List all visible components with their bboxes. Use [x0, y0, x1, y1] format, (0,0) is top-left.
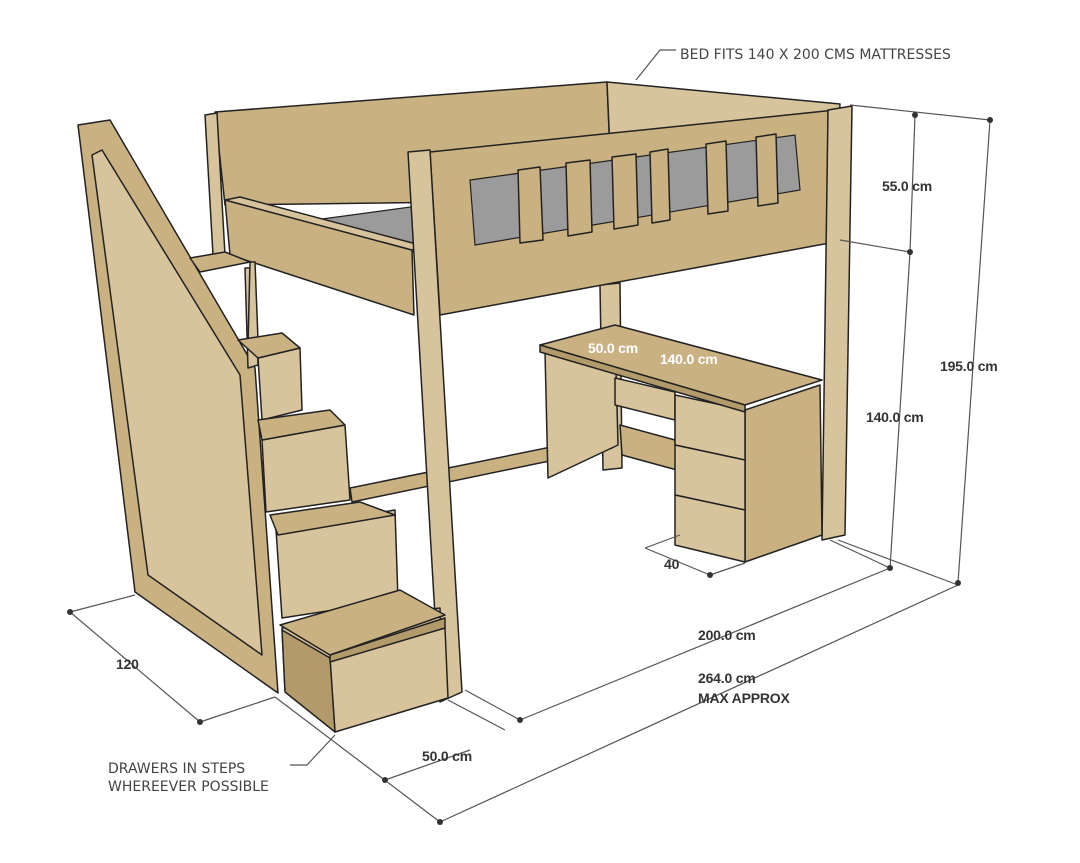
desk-depth-label: 50.0 cm [588, 340, 638, 356]
mattress-note: BED FITS 140 X 200 CMS MATTRESSES [680, 47, 951, 63]
desk [539, 324, 823, 563]
bed-length-label: 200.0 cm [698, 627, 756, 643]
guard-height-label: 55.0 cm [882, 178, 932, 194]
drawers-note: DRAWERS IN STEPS WHEREEVER POSSIBLE [108, 760, 269, 796]
step-depth-label: 50.0 cm [422, 748, 472, 764]
total-length-label: 264.0 cm [698, 670, 756, 686]
guard-slots [469, 133, 801, 246]
stair-steps [189, 251, 449, 733]
drawer-depth-label: 40 [664, 556, 680, 572]
total-height-label: 195.0 cm [940, 358, 998, 374]
total-length-note: MAX APPROX [698, 690, 790, 706]
front-right-post [821, 105, 853, 541]
stair-panel-inset [91, 149, 263, 656]
width-label: 120 [116, 656, 139, 672]
drawers-note-line2: WHEREEVER POSSIBLE [108, 779, 269, 795]
drawers-note-line1: DRAWERS IN STEPS [108, 761, 246, 777]
front-left-post [407, 149, 463, 703]
under-height-label: 140.0 cm [866, 409, 924, 425]
desk-width-label: 140.0 cm [660, 351, 718, 367]
dimension-lines [67, 49, 993, 825]
